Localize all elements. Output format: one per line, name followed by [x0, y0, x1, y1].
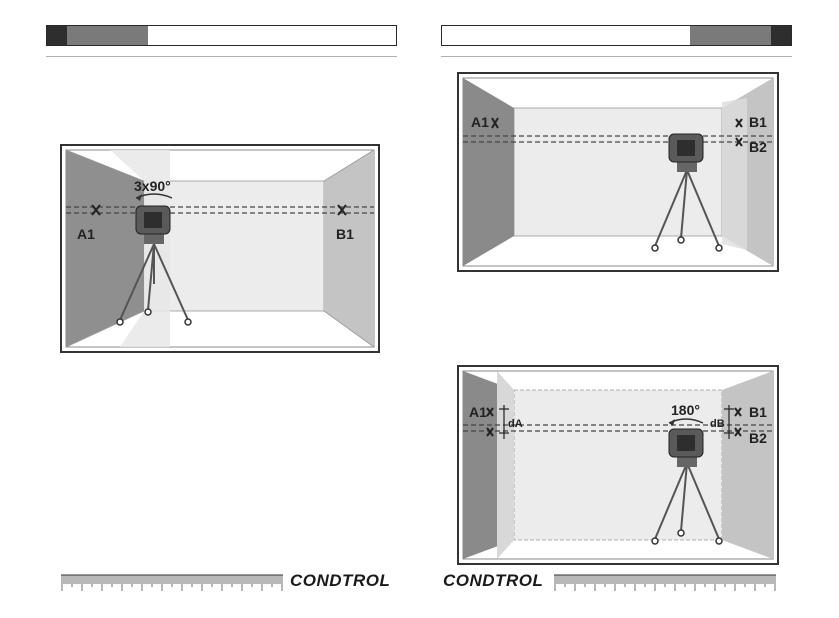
mark-label-b1: B1 [749, 404, 767, 420]
rotation-label: 3x90° [134, 178, 171, 194]
left-footer-ruler [61, 573, 283, 593]
right-header-bar [441, 25, 792, 46]
header-dark-block [47, 26, 67, 45]
mark-label-b2: B2 [749, 139, 767, 155]
rotation-label: 180° [671, 402, 700, 418]
header-gray-block [690, 26, 771, 45]
mark-label-b1: B1 [336, 226, 354, 242]
delta-label-a: dA [508, 418, 523, 430]
header-gray-block [67, 26, 148, 45]
mark-label-b1: B1 [749, 114, 767, 130]
right-footer-ruler [554, 573, 776, 593]
left-header-bar [46, 25, 397, 46]
mark-label-a1: A1 [471, 114, 489, 130]
left-header-rule [46, 56, 397, 57]
mark-label-a1: A1 [469, 404, 487, 420]
figure-right-top-room: A1 B1 B2 [457, 72, 779, 272]
mark-label-b2: B2 [749, 430, 767, 446]
figure-right-bottom-room: 180° A1 dA dB B1 B2 [457, 365, 779, 565]
left-footer-brand: CONDTROL [290, 571, 390, 591]
figure-left-room: 3x90° A1 B1 [60, 144, 380, 353]
right-header-rule [441, 56, 792, 57]
right-footer-brand: CONDTROL [443, 571, 543, 591]
delta-label-b: dB [710, 418, 725, 430]
header-dark-block [771, 26, 791, 45]
mark-label-a1: A1 [77, 226, 95, 242]
